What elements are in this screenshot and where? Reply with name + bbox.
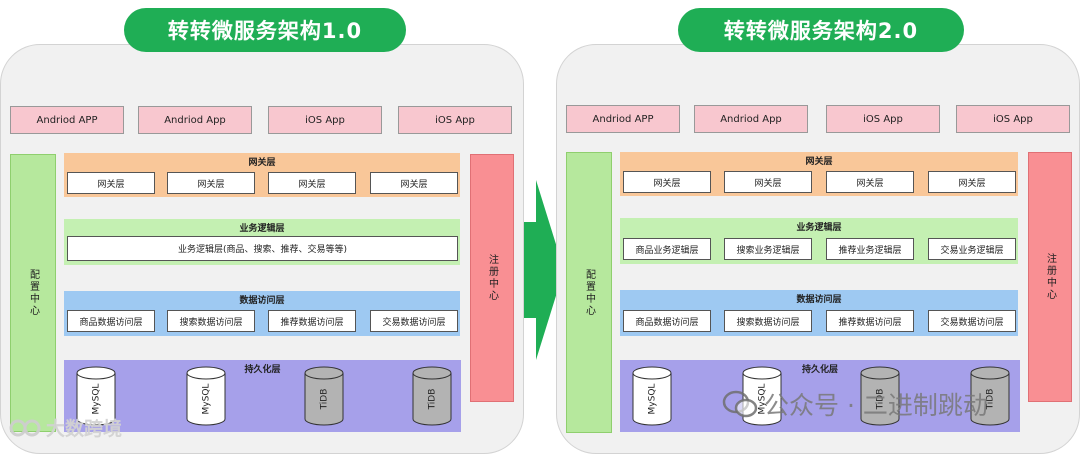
database-icon: MySQL xyxy=(186,366,226,426)
persistence-layer: 持久化层 MySQL MySQL TiDB TiDB xyxy=(64,360,461,432)
app-client-box: iOS App xyxy=(826,105,940,133)
data-access-layer-title: 数据访问层 xyxy=(239,296,285,306)
watermark-right: 公众号 · 二进制跳动 xyxy=(722,386,988,422)
data-access-box: 商品数据访问层 xyxy=(623,310,711,332)
gateway-layer: 网关层 网关层 网关层 网关层 网关层 xyxy=(620,152,1018,196)
registry-center: 注册中心 xyxy=(470,154,514,402)
database-label: MySQL xyxy=(91,383,101,415)
database-label: TiDB xyxy=(318,388,329,410)
data-access-box: 推荐数据访问层 xyxy=(826,310,914,332)
gateway-box: 网关层 xyxy=(623,171,711,193)
watermark-left-text: 大数跨境 xyxy=(46,418,123,440)
business-layer-title: 业务逻辑层 xyxy=(796,223,842,233)
data-access-box: 交易数据访问层 xyxy=(370,310,458,332)
registry-center-label: 注册中心 xyxy=(486,254,498,302)
database-icon: MySQL xyxy=(76,366,116,426)
wechat-icon xyxy=(722,390,758,418)
data-access-layer: 数据访问层 商品数据访问层 搜索数据访问层 推荐数据访问层 交易数据访问层 xyxy=(64,291,460,336)
gateway-box: 网关层 xyxy=(724,171,812,193)
registry-center-label: 注册中心 xyxy=(1044,253,1056,301)
watermark-right-text: 公众号 · 二进制跳动 xyxy=(764,391,988,420)
gateway-box: 网关层 xyxy=(67,172,155,194)
app-client-box: Andriod App xyxy=(694,105,808,133)
gateway-box: 网关层 xyxy=(370,172,458,194)
app-client-box: iOS App xyxy=(398,106,512,134)
database-icon: TiDB xyxy=(860,366,900,426)
config-center: 配置中心 xyxy=(566,152,612,433)
app-client-box: iOS App xyxy=(268,106,382,134)
app-client-box: Andriod APP xyxy=(10,106,124,134)
database-icon: TiDB xyxy=(970,366,1010,426)
app-client-box: Andriod App xyxy=(138,106,252,134)
persistence-layer-title: 持久化层 xyxy=(244,365,281,375)
database-cylinder-icon xyxy=(412,366,452,426)
registry-center: 注册中心 xyxy=(1028,152,1072,402)
gateway-layer: 网关层 网关层 网关层 网关层 网关层 xyxy=(64,153,460,197)
persistence-layer-title: 持久化层 xyxy=(801,365,838,375)
business-box: 业务逻辑层(商品、搜索、推荐、交易等等) xyxy=(67,236,458,261)
data-access-box: 推荐数据访问层 xyxy=(268,310,356,332)
database-label: MySQL xyxy=(647,383,657,415)
data-access-box: 商品数据访问层 xyxy=(67,310,155,332)
database-cylinder-icon xyxy=(304,366,344,426)
panel-title-v2: 转转微服务架构2.0 xyxy=(678,8,964,52)
data-access-layer-title: 数据访问层 xyxy=(796,295,842,305)
watermark-logo-icon xyxy=(9,419,41,436)
config-center-label: 配置中心 xyxy=(27,269,39,317)
business-layer-title: 业务逻辑层 xyxy=(239,224,285,234)
gateway-box: 网关层 xyxy=(167,172,255,194)
business-box: 商品业务逻辑层 xyxy=(623,238,711,260)
config-center-label: 配置中心 xyxy=(583,268,595,317)
arrow-right-icon xyxy=(524,180,564,360)
gateway-box: 网关层 xyxy=(268,172,356,194)
data-access-layer: 数据访问层 商品数据访问层 搜索数据访问层 推荐数据访问层 交易数据访问层 xyxy=(620,290,1018,336)
gateway-layer-title: 网关层 xyxy=(248,158,276,168)
data-access-box: 搜索数据访问层 xyxy=(724,310,812,332)
database-cylinder-icon xyxy=(860,366,900,426)
app-client-box: iOS App xyxy=(956,105,1070,133)
database-icon: TiDB xyxy=(412,366,452,426)
database-cylinder-icon xyxy=(76,366,116,426)
app-client-box: Andriod APP xyxy=(566,105,680,133)
business-layer: 业务逻辑层 业务逻辑层(商品、搜索、推荐、交易等等) xyxy=(64,219,460,265)
database-cylinder-icon xyxy=(970,366,1010,426)
watermark-left: 大数跨境 xyxy=(8,414,122,441)
data-access-box: 交易数据访问层 xyxy=(928,310,1016,332)
business-layer: 业务逻辑层 商品业务逻辑层 搜索业务逻辑层 推荐业务逻辑层 交易业务逻辑层 xyxy=(620,218,1018,264)
persistence-layer: 持久化层 MySQL MySQL TiDB TiDB xyxy=(620,360,1020,432)
config-center: 配置中心 xyxy=(10,154,56,432)
database-icon: TiDB xyxy=(304,366,344,426)
database-label: TiDB xyxy=(426,388,437,410)
database-icon: MySQL xyxy=(632,366,672,426)
data-access-box: 搜索数据访问层 xyxy=(167,310,255,332)
gateway-box: 网关层 xyxy=(826,171,914,193)
database-cylinder-icon xyxy=(186,366,226,426)
panel-title-v1: 转转微服务架构1.0 xyxy=(124,8,406,52)
gateway-layer-title: 网关层 xyxy=(805,157,833,167)
database-label: MySQL xyxy=(201,383,211,415)
business-box: 交易业务逻辑层 xyxy=(928,238,1016,260)
business-box: 搜索业务逻辑层 xyxy=(724,238,812,260)
gateway-box: 网关层 xyxy=(928,171,1016,193)
business-box: 推荐业务逻辑层 xyxy=(826,238,914,260)
database-cylinder-icon xyxy=(632,366,672,426)
